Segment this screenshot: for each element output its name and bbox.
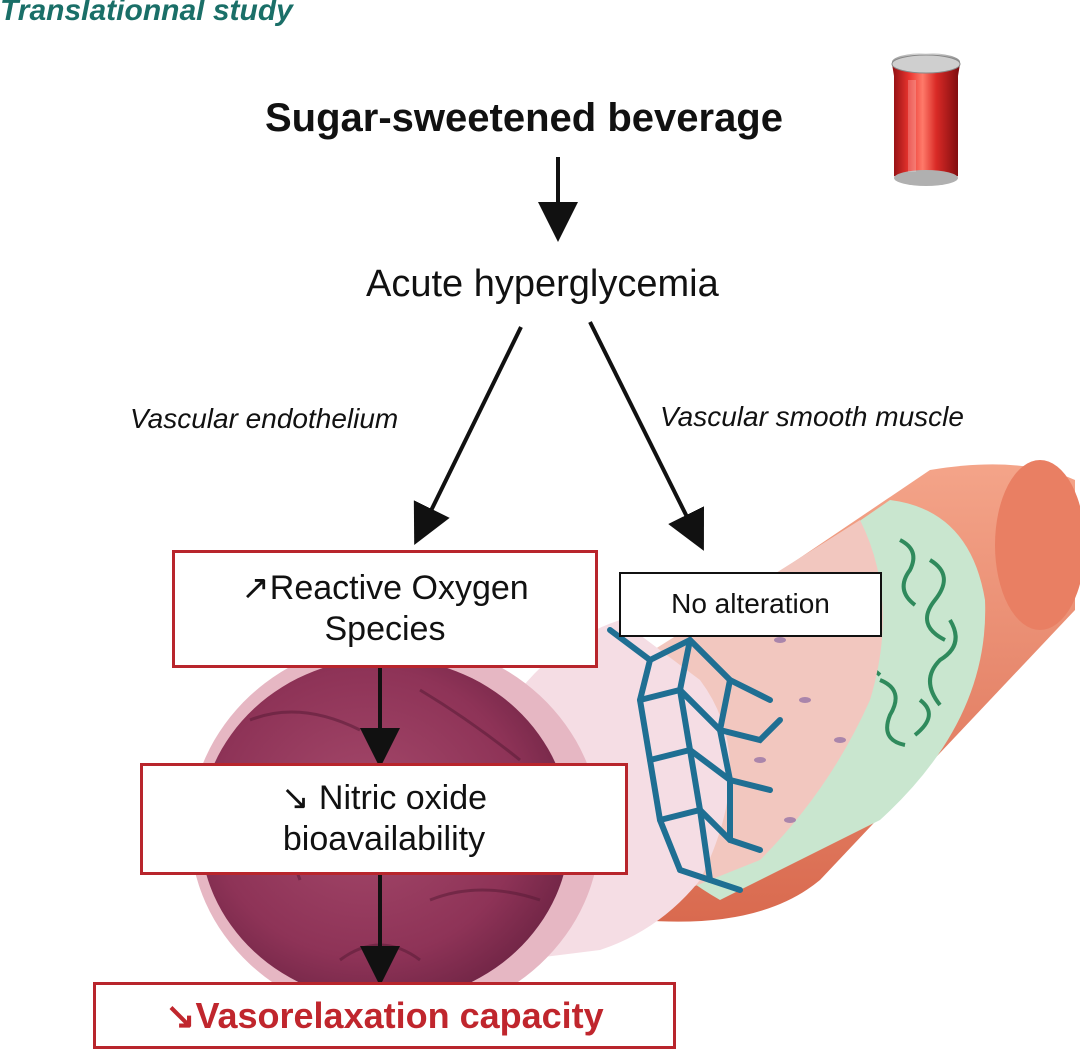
branch-right-label: Vascular smooth muscle xyxy=(660,401,964,432)
study-title: Translationnal study xyxy=(0,0,293,27)
blood-vessel-illustration xyxy=(190,460,1080,1020)
nitric-oxide-box: ↘ Nitric oxide bioavailability xyxy=(140,763,628,875)
middle-state-label: Acute hyperglycemia xyxy=(366,263,719,305)
nitric-box-line1: ↘ Nitric oxide xyxy=(280,778,488,817)
no-alteration-text: No alteration xyxy=(671,588,830,620)
nitric-box-line2: bioavailability xyxy=(282,820,486,858)
vasorelaxation-text: ↘Vasorelaxation capacity xyxy=(165,994,604,1036)
flow-arrows xyxy=(360,157,704,986)
no-alteration-box: No alteration xyxy=(619,572,882,637)
ros-box-line1: ↗Reactive Oxygen xyxy=(241,568,529,607)
soda-can-icon xyxy=(891,53,961,186)
vasorelaxation-box: ↘Vasorelaxation capacity xyxy=(93,982,676,1049)
branch-left-label: Vascular endothelium xyxy=(130,403,399,434)
ros-box-line2: Species xyxy=(324,610,446,648)
top-cause-label: Sugar-sweetened beverage xyxy=(265,96,783,140)
ros-box: ↗Reactive Oxygen Species xyxy=(172,550,598,668)
